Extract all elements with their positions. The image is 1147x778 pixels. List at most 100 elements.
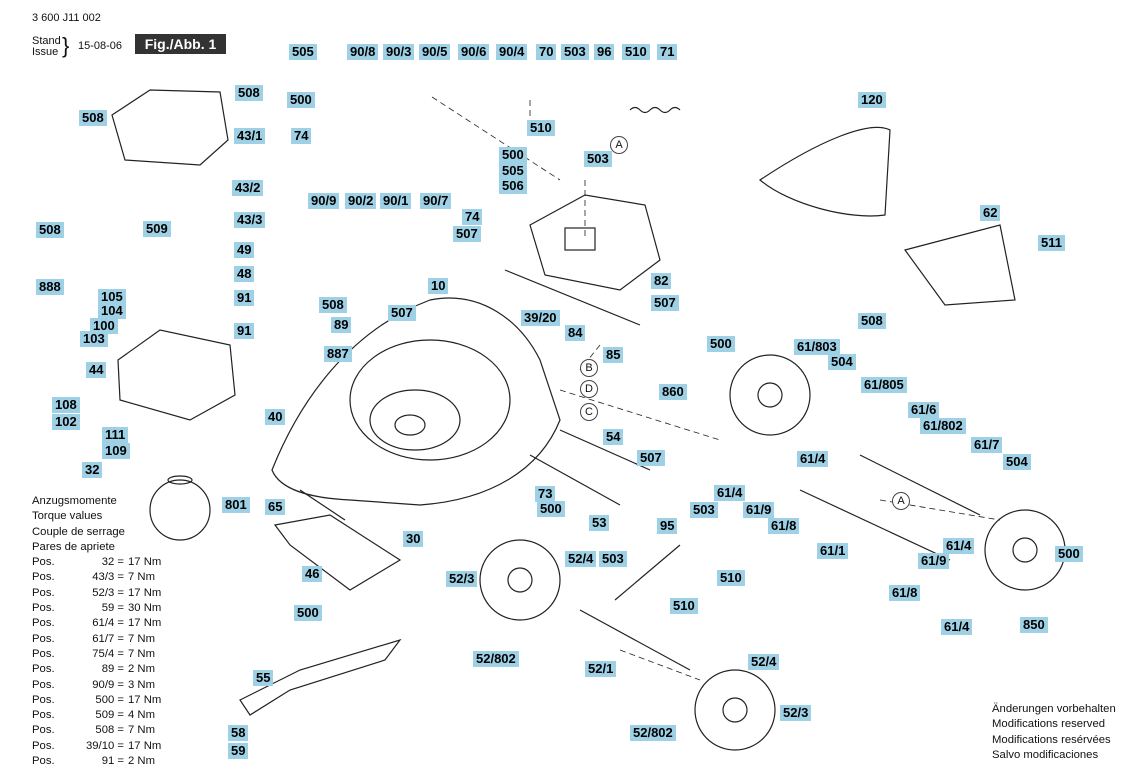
part-label-500: 500 <box>294 605 322 621</box>
part-label-90-3: 90/3 <box>383 44 415 60</box>
part-label-90-6: 90/6 <box>458 44 490 60</box>
part-label-503: 503 <box>599 551 627 567</box>
torque-title-en: Torque values <box>32 510 103 523</box>
part-label-65: 65 <box>265 499 286 515</box>
part-label-40: 40 <box>265 409 286 425</box>
part-label-504: 504 <box>1003 454 1031 470</box>
torque-row: Pos.39/10 =17 Nm <box>32 739 161 754</box>
brace: } <box>62 33 70 58</box>
callout-a: A <box>610 136 628 154</box>
part-label-109: 109 <box>102 443 130 459</box>
part-label-103: 103 <box>80 331 108 347</box>
torque-part: 509 = <box>95 709 124 722</box>
torque-row: Pos.32 =17 Nm <box>32 555 161 570</box>
torque-title-fr: Couple de serrage <box>32 525 125 538</box>
callout-d: D <box>580 380 598 398</box>
torque-value: 30 Nm <box>128 602 162 615</box>
part-label-61-6: 61/6 <box>908 402 940 418</box>
torque-value: 7 Nm <box>128 647 155 660</box>
note-es: Salvo modificaciones <box>992 748 1099 761</box>
part-label-507: 507 <box>637 450 665 466</box>
part-label-52-802: 52/802 <box>630 725 676 741</box>
rear-flap <box>903 224 1016 306</box>
torque-table: Anzugsmomente Torque values Couple de se… <box>32 494 161 769</box>
part-label-500: 500 <box>287 92 315 108</box>
part-label-62: 62 <box>980 205 1001 221</box>
part-label-508: 508 <box>319 297 347 313</box>
part-label-90-8: 90/8 <box>347 44 379 60</box>
torque-part: 508 = <box>95 724 124 737</box>
part-label-58: 58 <box>228 725 249 741</box>
part-label-503: 503 <box>690 502 718 518</box>
torque-row: Pos.508 =7 Nm <box>32 723 161 738</box>
part-label-888: 888 <box>36 279 64 295</box>
callout-c: C <box>580 403 598 421</box>
part-label-505: 505 <box>499 163 527 179</box>
part-label-102: 102 <box>52 414 80 430</box>
torque-part: 75/4 = <box>92 647 124 660</box>
torque-row: Pos.59 =30 Nm <box>32 601 161 616</box>
part-label-500: 500 <box>499 147 527 163</box>
part-label-74: 74 <box>291 128 312 144</box>
figure-tag: Fig./Abb. 1 <box>135 34 226 54</box>
part-label-90-1: 90/1 <box>380 193 412 209</box>
torque-part: 89 = <box>101 663 124 676</box>
part-label-43-2: 43/2 <box>232 180 264 196</box>
part-label-90-5: 90/5 <box>419 44 451 60</box>
part-label-52-3: 52/3 <box>780 705 812 721</box>
torque-pos: Pos. <box>32 571 55 584</box>
torque-pos: Pos. <box>32 586 55 599</box>
part-label-510: 510 <box>622 44 650 60</box>
part-label-70: 70 <box>536 44 557 60</box>
torque-part: 61/4 = <box>92 617 124 630</box>
torque-row: Pos.75/4 =7 Nm <box>32 647 161 662</box>
part-label-510: 510 <box>527 120 555 136</box>
part-label-90-7: 90/7 <box>420 193 452 209</box>
torque-part: 90/9 = <box>92 678 124 691</box>
torque-pos: Pos. <box>32 693 55 706</box>
torque-row: Pos.500 =17 Nm <box>32 693 161 708</box>
part-label-61-4: 61/4 <box>943 538 975 554</box>
wheel-front-left <box>479 539 561 621</box>
issue-label: Issue <box>32 46 59 58</box>
torque-row: Pos.90/9 =3 Nm <box>32 678 161 693</box>
part-label-30: 30 <box>403 531 424 547</box>
torque-row: Pos.509 =4 Nm <box>32 708 161 723</box>
torque-pos: Pos. <box>32 709 55 722</box>
part-label-510: 510 <box>670 598 698 614</box>
front-axle <box>579 609 691 671</box>
torque-title-de: Anzugsmomente <box>32 495 117 507</box>
part-label-511: 511 <box>1038 235 1065 251</box>
wheel-rear-right <box>984 509 1066 591</box>
torque-row: Pos.43/3 =7 Nm <box>32 570 161 585</box>
part-label-53: 53 <box>589 515 610 531</box>
part-label-61-8: 61/8 <box>889 585 921 601</box>
torque-value: 2 Nm <box>128 755 155 768</box>
deck-hub <box>394 414 426 436</box>
part-label-801: 801 <box>222 497 250 513</box>
torque-row: Pos.91 =2 Nm <box>32 754 161 769</box>
control-housing <box>117 329 236 421</box>
part-label-43-1: 43/1 <box>234 128 266 144</box>
part-label-61-802: 61/802 <box>920 418 966 434</box>
rod-84 <box>504 269 641 326</box>
deck-blade-chamber <box>349 339 511 461</box>
part-label-503: 503 <box>584 151 612 167</box>
part-label-507: 507 <box>651 295 679 311</box>
part-label-44: 44 <box>86 362 107 378</box>
torque-pos: Pos. <box>32 556 55 569</box>
motor-cover <box>111 89 229 166</box>
part-label-91: 91 <box>234 290 255 306</box>
part-label-887: 887 <box>324 346 352 362</box>
part-label-46: 46 <box>302 566 323 582</box>
part-label-120: 120 <box>858 92 886 108</box>
part-label-52-4: 52/4 <box>565 551 597 567</box>
torque-row: Pos.61/7 =7 Nm <box>32 632 161 647</box>
part-label-506: 506 <box>499 178 527 194</box>
torque-part: 39/10 = <box>85 739 124 752</box>
torque-part: 52/3 = <box>92 586 124 599</box>
part-label-860: 860 <box>659 384 687 400</box>
torque-pos: Pos. <box>32 663 55 676</box>
part-label-90-2: 90/2 <box>345 193 377 209</box>
